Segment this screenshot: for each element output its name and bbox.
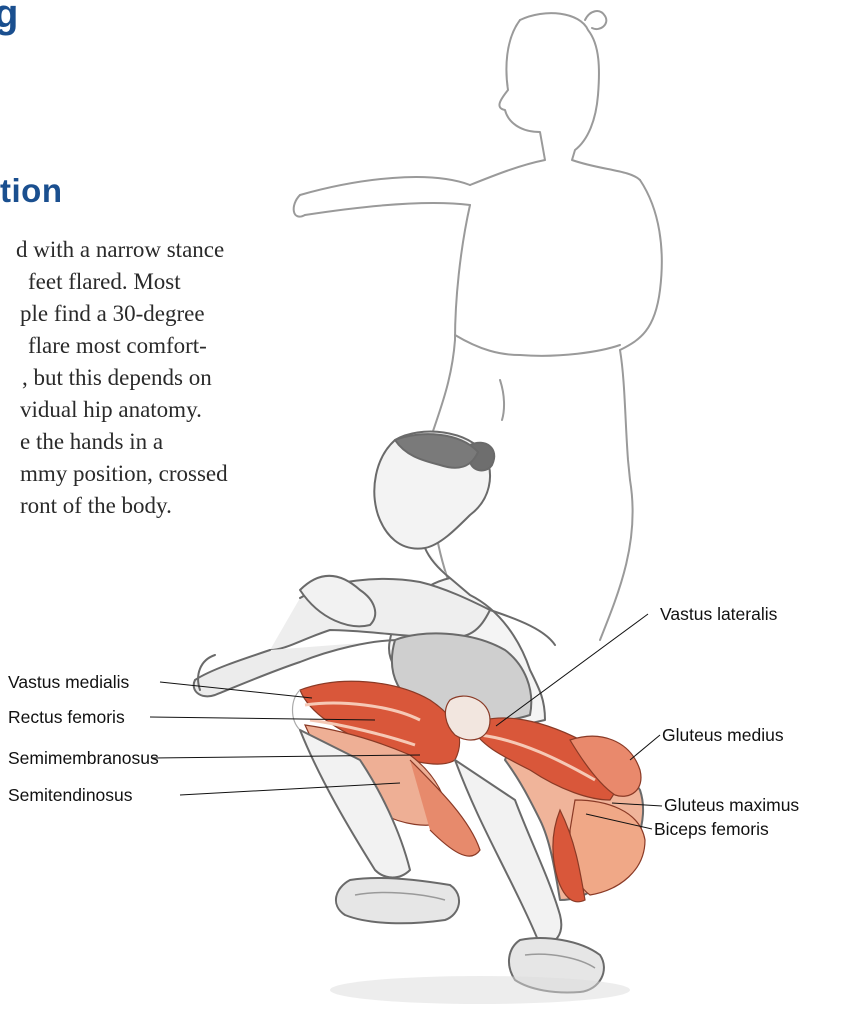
label-rectus-femoris: Rectus femoris xyxy=(8,707,125,728)
label-vastus-lateralis: Vastus lateralis xyxy=(660,604,777,625)
label-semimembranosus: Semimembranosus xyxy=(8,748,159,769)
label-semitendinosus: Semitendinosus xyxy=(8,785,133,806)
label-gluteus-medius: Gluteus medius xyxy=(662,725,784,746)
label-vastus-medialis: Vastus medialis xyxy=(8,672,129,693)
standing-figure xyxy=(294,11,662,640)
floor-shadow xyxy=(330,976,630,1004)
label-biceps-femoris: Biceps femoris xyxy=(654,819,769,840)
label-gluteus-maximus: Gluteus maximus xyxy=(664,795,799,816)
